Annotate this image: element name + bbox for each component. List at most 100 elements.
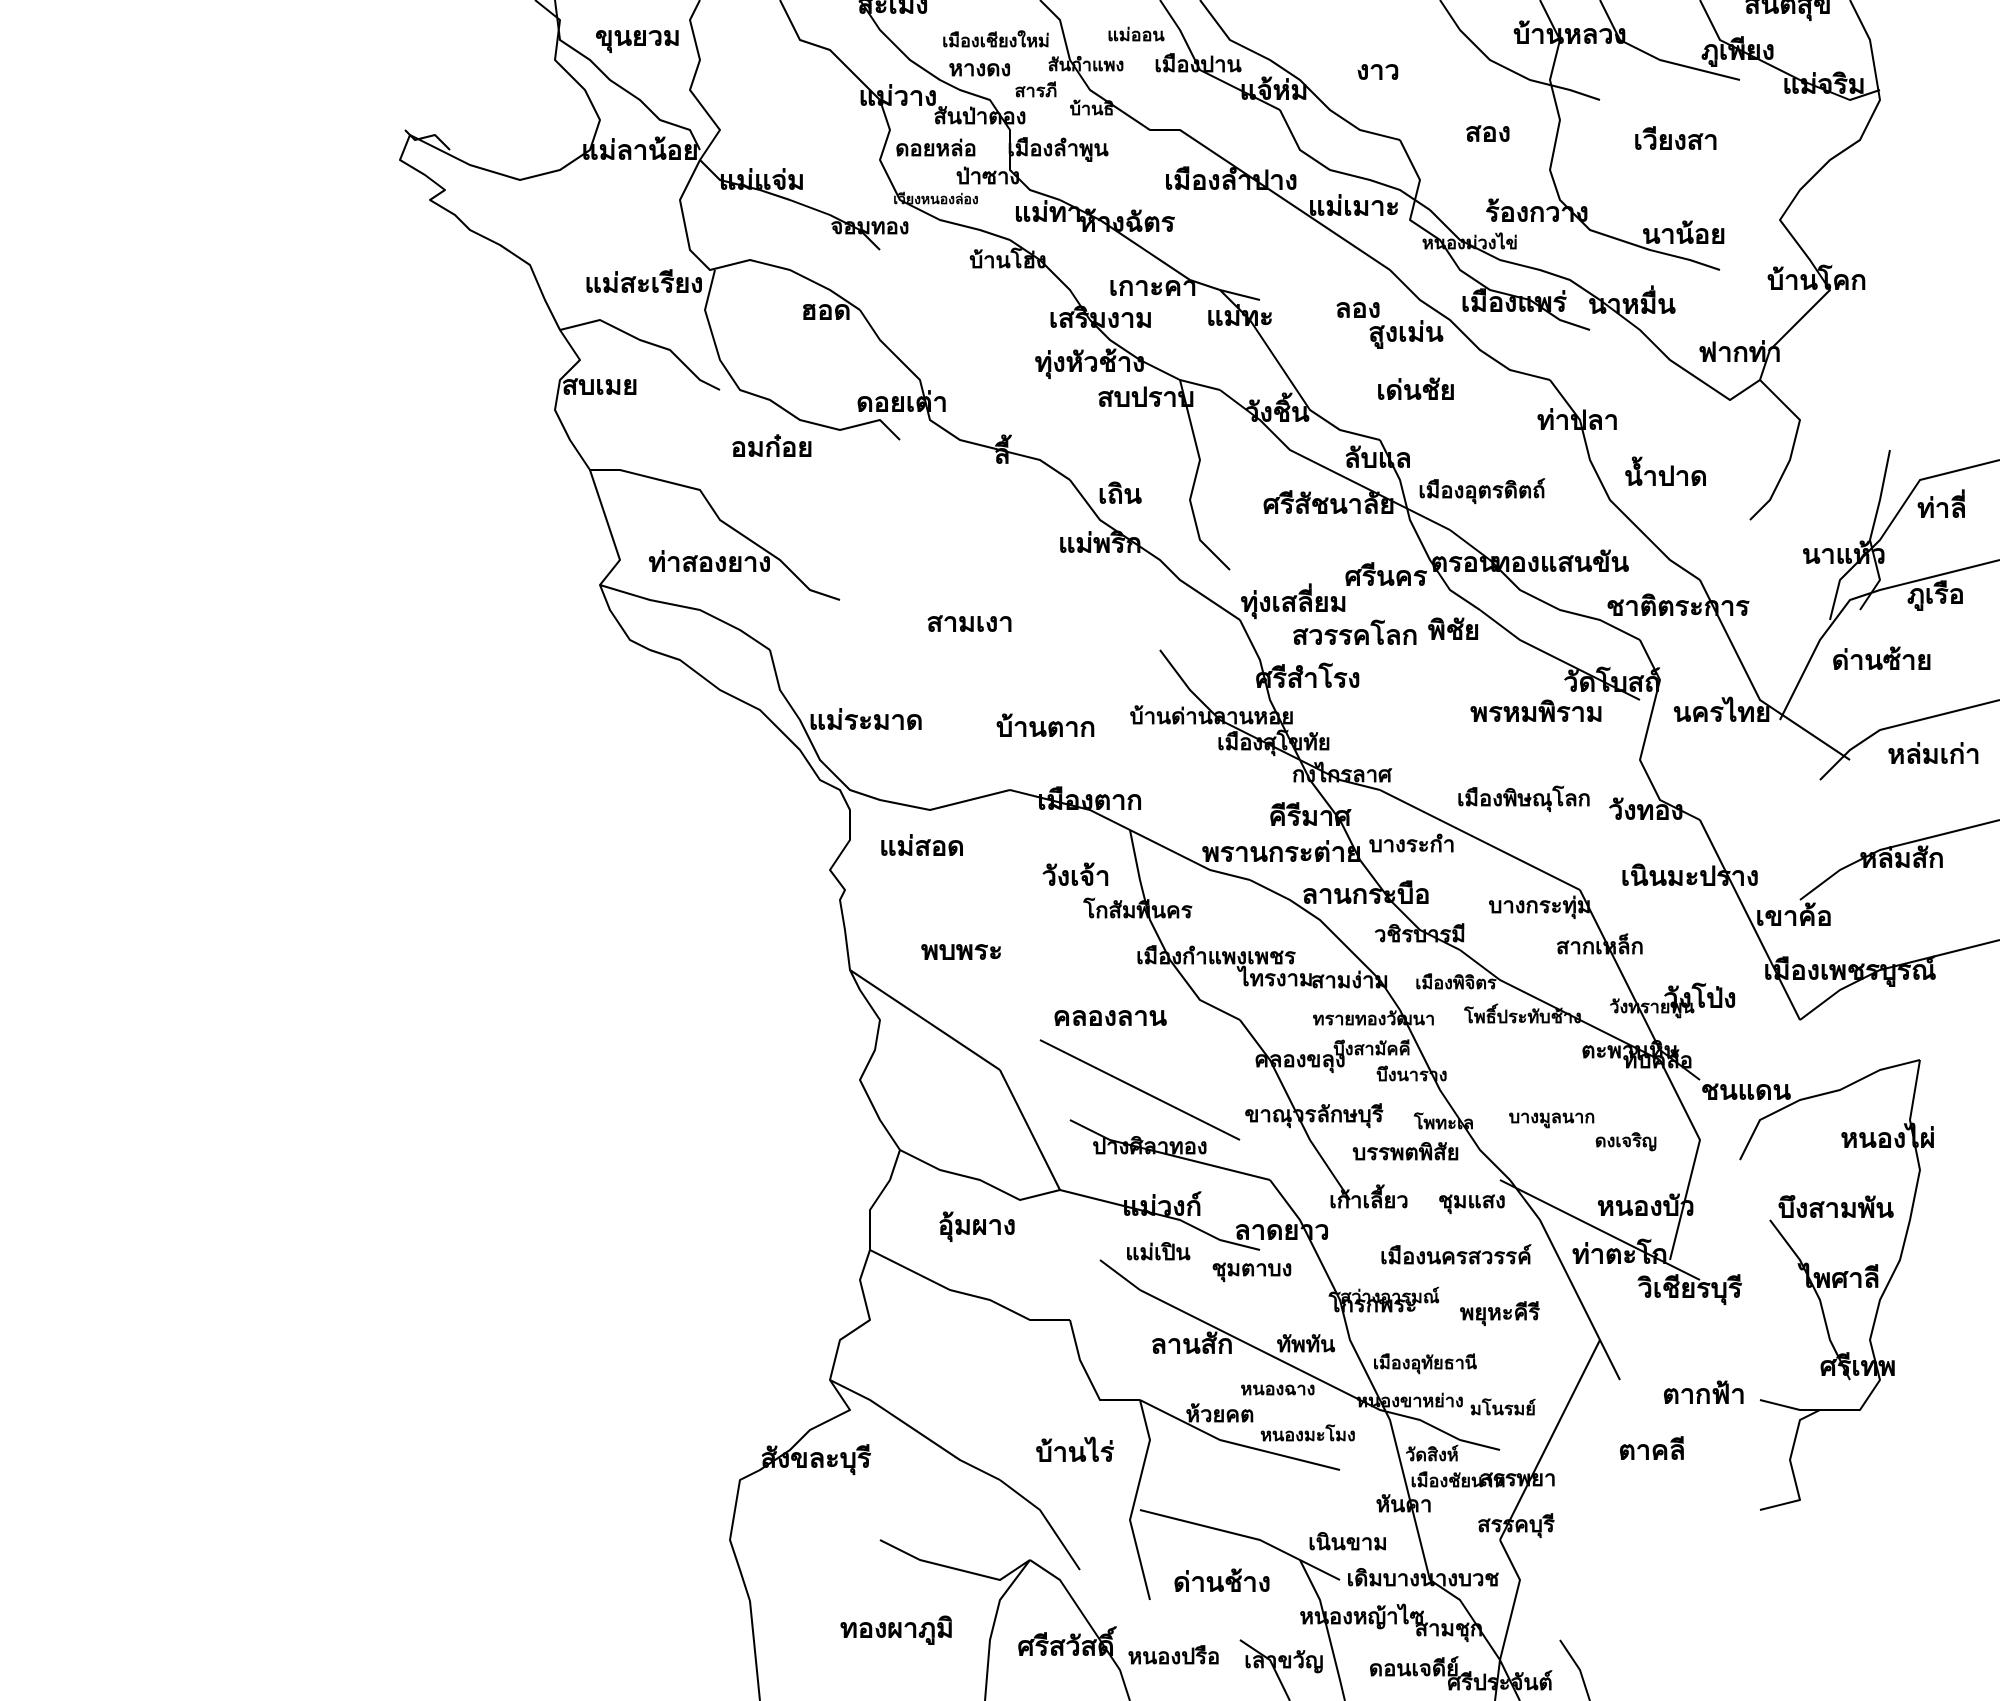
district-label: เมืองลำปาง [1164, 166, 1298, 197]
district-label: บ้านโคก [1767, 264, 1867, 297]
district-label: หล่มเก่า [1888, 740, 1981, 771]
district-label: วัดโบสถ์ [1563, 666, 1660, 699]
district-label: ด่านซ้าย [1832, 646, 1932, 677]
district-label: นาน้อย [1642, 220, 1726, 251]
district-label: หนองขาหย่าง [1356, 1391, 1464, 1412]
district-label: ทุ่งเสลี่ยม [1241, 583, 1348, 620]
district-label: แม่สะเรียง [585, 269, 704, 300]
district-label: ห้วยคต [1186, 1403, 1255, 1428]
district-label: ขุนยวม [595, 22, 681, 54]
district-label: ท่าลี่ [1917, 489, 1967, 525]
district-label: เมืองแพร่ [1461, 288, 1568, 319]
district-label: พยุหะคีรี [1460, 1301, 1540, 1327]
district-label: สะเมิง [857, 0, 928, 21]
district-label: สันติสุข [1744, 0, 1831, 22]
district-label: สรรคบุรี [1477, 1513, 1555, 1539]
district-label: ศรีประจันต์ [1447, 1670, 1553, 1696]
district-label: บางมูลนาก [1509, 1107, 1596, 1129]
district-label: เวียงสา [1633, 126, 1718, 157]
district-label: สอง [1465, 118, 1511, 149]
district-label: เขาค้อ [1755, 902, 1832, 933]
district-label: ดงเจริญ [1595, 1131, 1657, 1152]
district-label: ชุมแสง [1438, 1189, 1506, 1215]
district-label: เมืองปาน [1154, 53, 1241, 78]
district-label: คลองขลุง [1254, 1048, 1345, 1074]
district-label: เถิน [1098, 480, 1143, 511]
district-label: ศรีนคร [1345, 562, 1428, 593]
district-label: จอมทอง [830, 215, 909, 240]
district-label: เมืองกำแพงเพชร [1136, 945, 1296, 970]
district-label: โพธิ์ประทับช้าง [1463, 1003, 1582, 1028]
district-label: พิชัย [1428, 616, 1480, 647]
district-label: บ้านด่านลานหอย [1130, 705, 1295, 730]
district-label: อมก๋อย [731, 433, 813, 464]
district-label: สวรรคโลก [1292, 619, 1418, 652]
district-label: ดอยหล่อ [895, 137, 977, 162]
district-label: เลาขวัญ [1244, 1649, 1324, 1674]
district-label: พรานกระต่าย [1202, 838, 1362, 869]
district-label: กงไกรลาศ [1292, 761, 1393, 788]
district-label: บึงสามัคคี [1333, 1039, 1410, 1060]
district-label: พรหมพิราม [1470, 698, 1603, 729]
district-label: เกาะคา [1109, 272, 1197, 303]
district-label: บรรพตพิสัย [1352, 1141, 1459, 1166]
district-label: ทุ่งหัวช้าง [1035, 348, 1146, 380]
district-label: ศรีสัชนาลัย [1263, 490, 1395, 521]
district-label: ลานกระบือ [1302, 880, 1431, 911]
district-label: เมืองพิษณุโลก [1457, 785, 1591, 813]
district-label: นาหมื่น [1588, 285, 1676, 321]
district-label: ไทรงาม [1237, 965, 1314, 992]
district-label: บ้านตาก [996, 713, 1096, 744]
district-label: ขาณุวรลักษบุรี [1244, 1103, 1383, 1129]
district-label: ด่านช้าง [1173, 1568, 1271, 1599]
district-label: เมืองสุโขทัย [1217, 729, 1331, 757]
district-label: โกสัมพีนคร [1082, 897, 1192, 924]
district-label: แม่สอด [879, 832, 964, 863]
district-label: วังโป่ง [1663, 982, 1736, 1015]
district-label: ท่าสองยาง [648, 548, 771, 579]
district-label: สรรพยา [1480, 1467, 1557, 1492]
district-label: ศรีสำโรง [1255, 662, 1360, 695]
district-label: ชุมตาบง [1212, 1257, 1293, 1283]
district-label: หนองมะโมง [1260, 1424, 1356, 1446]
district-label: นาแห้ว [1802, 540, 1886, 571]
district-label: ศรีสวัสดิ์ [1017, 1627, 1117, 1663]
district-label: วังทรายพูน [1609, 997, 1695, 1019]
district-label: สังขละบุรี [761, 1444, 872, 1476]
district-label: บ้านโฮ่ง [969, 247, 1046, 274]
district-label: บ้านธิ [1070, 99, 1115, 120]
district-label: แม่ลาน้อย [581, 136, 698, 167]
district-label: ท่าปลา [1537, 406, 1619, 437]
district-label: แม่แจ่ม [719, 166, 805, 197]
district-label: หนองหญ้าไซ [1299, 1603, 1424, 1630]
district-label: ศรีเทพ [1820, 1352, 1896, 1383]
district-label: ห้างฉัตร [1079, 208, 1176, 239]
district-label: หล่มสัก [1860, 844, 1945, 875]
district-label: หนองม่วงไข่ [1422, 232, 1518, 254]
district-label: ตะพานหิน [1581, 1039, 1679, 1064]
district-label: เมืองนครสวรรค์ [1380, 1244, 1532, 1270]
district-label: บ้านหลวง [1513, 20, 1626, 51]
district-label: โพทะเล [1413, 1112, 1474, 1134]
district-label: ทองผาภูมิ [840, 1614, 954, 1646]
district-label: พบพระ [921, 936, 1003, 967]
district-labels: ขุนยวมสะเมิงเมืองเชียงใหม่แม่ออนหางดงสัน… [562, 0, 1981, 1696]
district-label: ดอนเจดีย์ [1369, 1656, 1459, 1682]
district-label: ภูเพียง [1701, 36, 1775, 68]
district-label: แม่จริม [1782, 70, 1865, 101]
district-label: หันคา [1376, 1493, 1433, 1518]
district-label: สันป่าตอง [933, 105, 1026, 130]
district-label: วังเจ้า [1042, 862, 1111, 893]
district-label: สบเมย [562, 371, 638, 402]
district-label: สบปราบ [1097, 383, 1195, 414]
district-label: เมืองอุตรดิตถ์ [1418, 478, 1545, 505]
district-label: ดอยเต่า [856, 388, 948, 419]
district-label: แม่พริก [1058, 529, 1142, 560]
district-label: ลอง [1335, 294, 1381, 325]
district-label: มโนรมย์ [1470, 1398, 1536, 1420]
district-label: สันกำแพง [1048, 55, 1125, 76]
district-label: ลานสัก [1151, 1330, 1234, 1361]
district-label: เดิมบางนางบวช [1347, 1567, 1500, 1592]
district-label: สูงเม่น [1368, 318, 1444, 350]
